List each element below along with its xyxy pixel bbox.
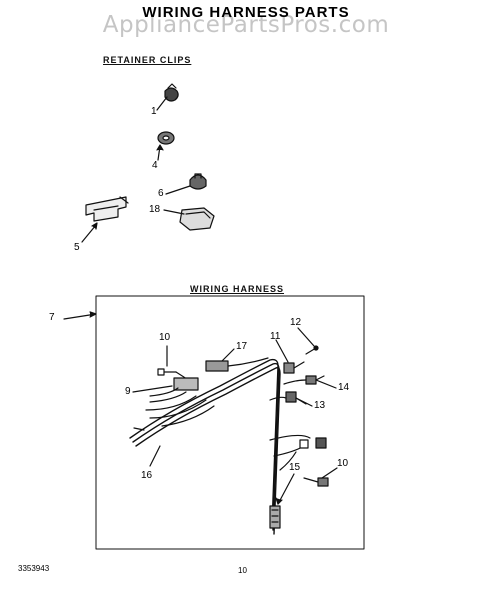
callout-18: 18 bbox=[149, 204, 161, 215]
callout-14: 14 bbox=[338, 382, 350, 393]
callout-9: 9 bbox=[125, 386, 131, 397]
part-18-flat-clip bbox=[179, 207, 215, 231]
leader-11 bbox=[275, 339, 289, 363]
part-4-grommet-clip bbox=[157, 131, 175, 145]
callout-10-upper: 10 bbox=[159, 332, 171, 343]
leader-16 bbox=[149, 445, 161, 467]
part-5-bracket-clip bbox=[85, 196, 129, 222]
part-13-connector bbox=[269, 391, 307, 405]
part-15-end-connector bbox=[269, 505, 281, 529]
callout-7: 7 bbox=[49, 312, 55, 323]
leader-5 bbox=[81, 224, 97, 243]
callout-4: 4 bbox=[152, 160, 158, 171]
part-14-connector bbox=[283, 375, 325, 385]
leader-13 bbox=[295, 397, 313, 407]
wiring-harness-label: WIRING HARNESS bbox=[190, 284, 285, 294]
part-12-terminal bbox=[305, 345, 319, 355]
wiring-harness-frame bbox=[95, 295, 365, 550]
callout-12: 12 bbox=[290, 317, 302, 328]
leader-10b bbox=[321, 467, 338, 479]
part-1-retainer-clip bbox=[164, 83, 179, 102]
leader-9 bbox=[132, 385, 173, 393]
callout-15: 15 bbox=[289, 462, 301, 473]
leader-1 bbox=[156, 96, 168, 111]
page-number: 10 bbox=[238, 566, 247, 575]
part-10-terminal-lower bbox=[303, 477, 329, 487]
callout-11: 11 bbox=[270, 331, 281, 342]
main-harness-bundle bbox=[129, 358, 281, 535]
loose-wires-left bbox=[133, 399, 215, 431]
leader-18 bbox=[163, 209, 185, 215]
callout-17: 17 bbox=[236, 341, 248, 352]
leader-15 bbox=[277, 473, 295, 505]
leader-12 bbox=[297, 327, 315, 347]
callout-13: 13 bbox=[314, 400, 326, 411]
callout-16: 16 bbox=[141, 470, 153, 481]
part-9-connector-block bbox=[145, 377, 199, 411]
leader-6 bbox=[165, 185, 191, 195]
leader-17 bbox=[221, 348, 235, 362]
document-number: 3353943 bbox=[18, 564, 50, 573]
retainer-clips-label: RETAINER CLIPS bbox=[103, 55, 192, 65]
callout-5: 5 bbox=[74, 242, 80, 253]
part-6-clamp-clip bbox=[189, 173, 207, 190]
part-11-connector bbox=[283, 361, 305, 374]
leader-14 bbox=[315, 379, 337, 389]
page-title: WIRING HARNESS PARTS bbox=[142, 4, 350, 21]
right-lower-wires bbox=[269, 434, 327, 471]
callout-10-lower: 10 bbox=[337, 458, 349, 469]
part-17-connector bbox=[205, 357, 269, 372]
watermark: AppliancePartsPros.com bbox=[102, 12, 390, 38]
callout-1: 1 bbox=[151, 106, 157, 117]
callout-6: 6 bbox=[158, 188, 164, 199]
